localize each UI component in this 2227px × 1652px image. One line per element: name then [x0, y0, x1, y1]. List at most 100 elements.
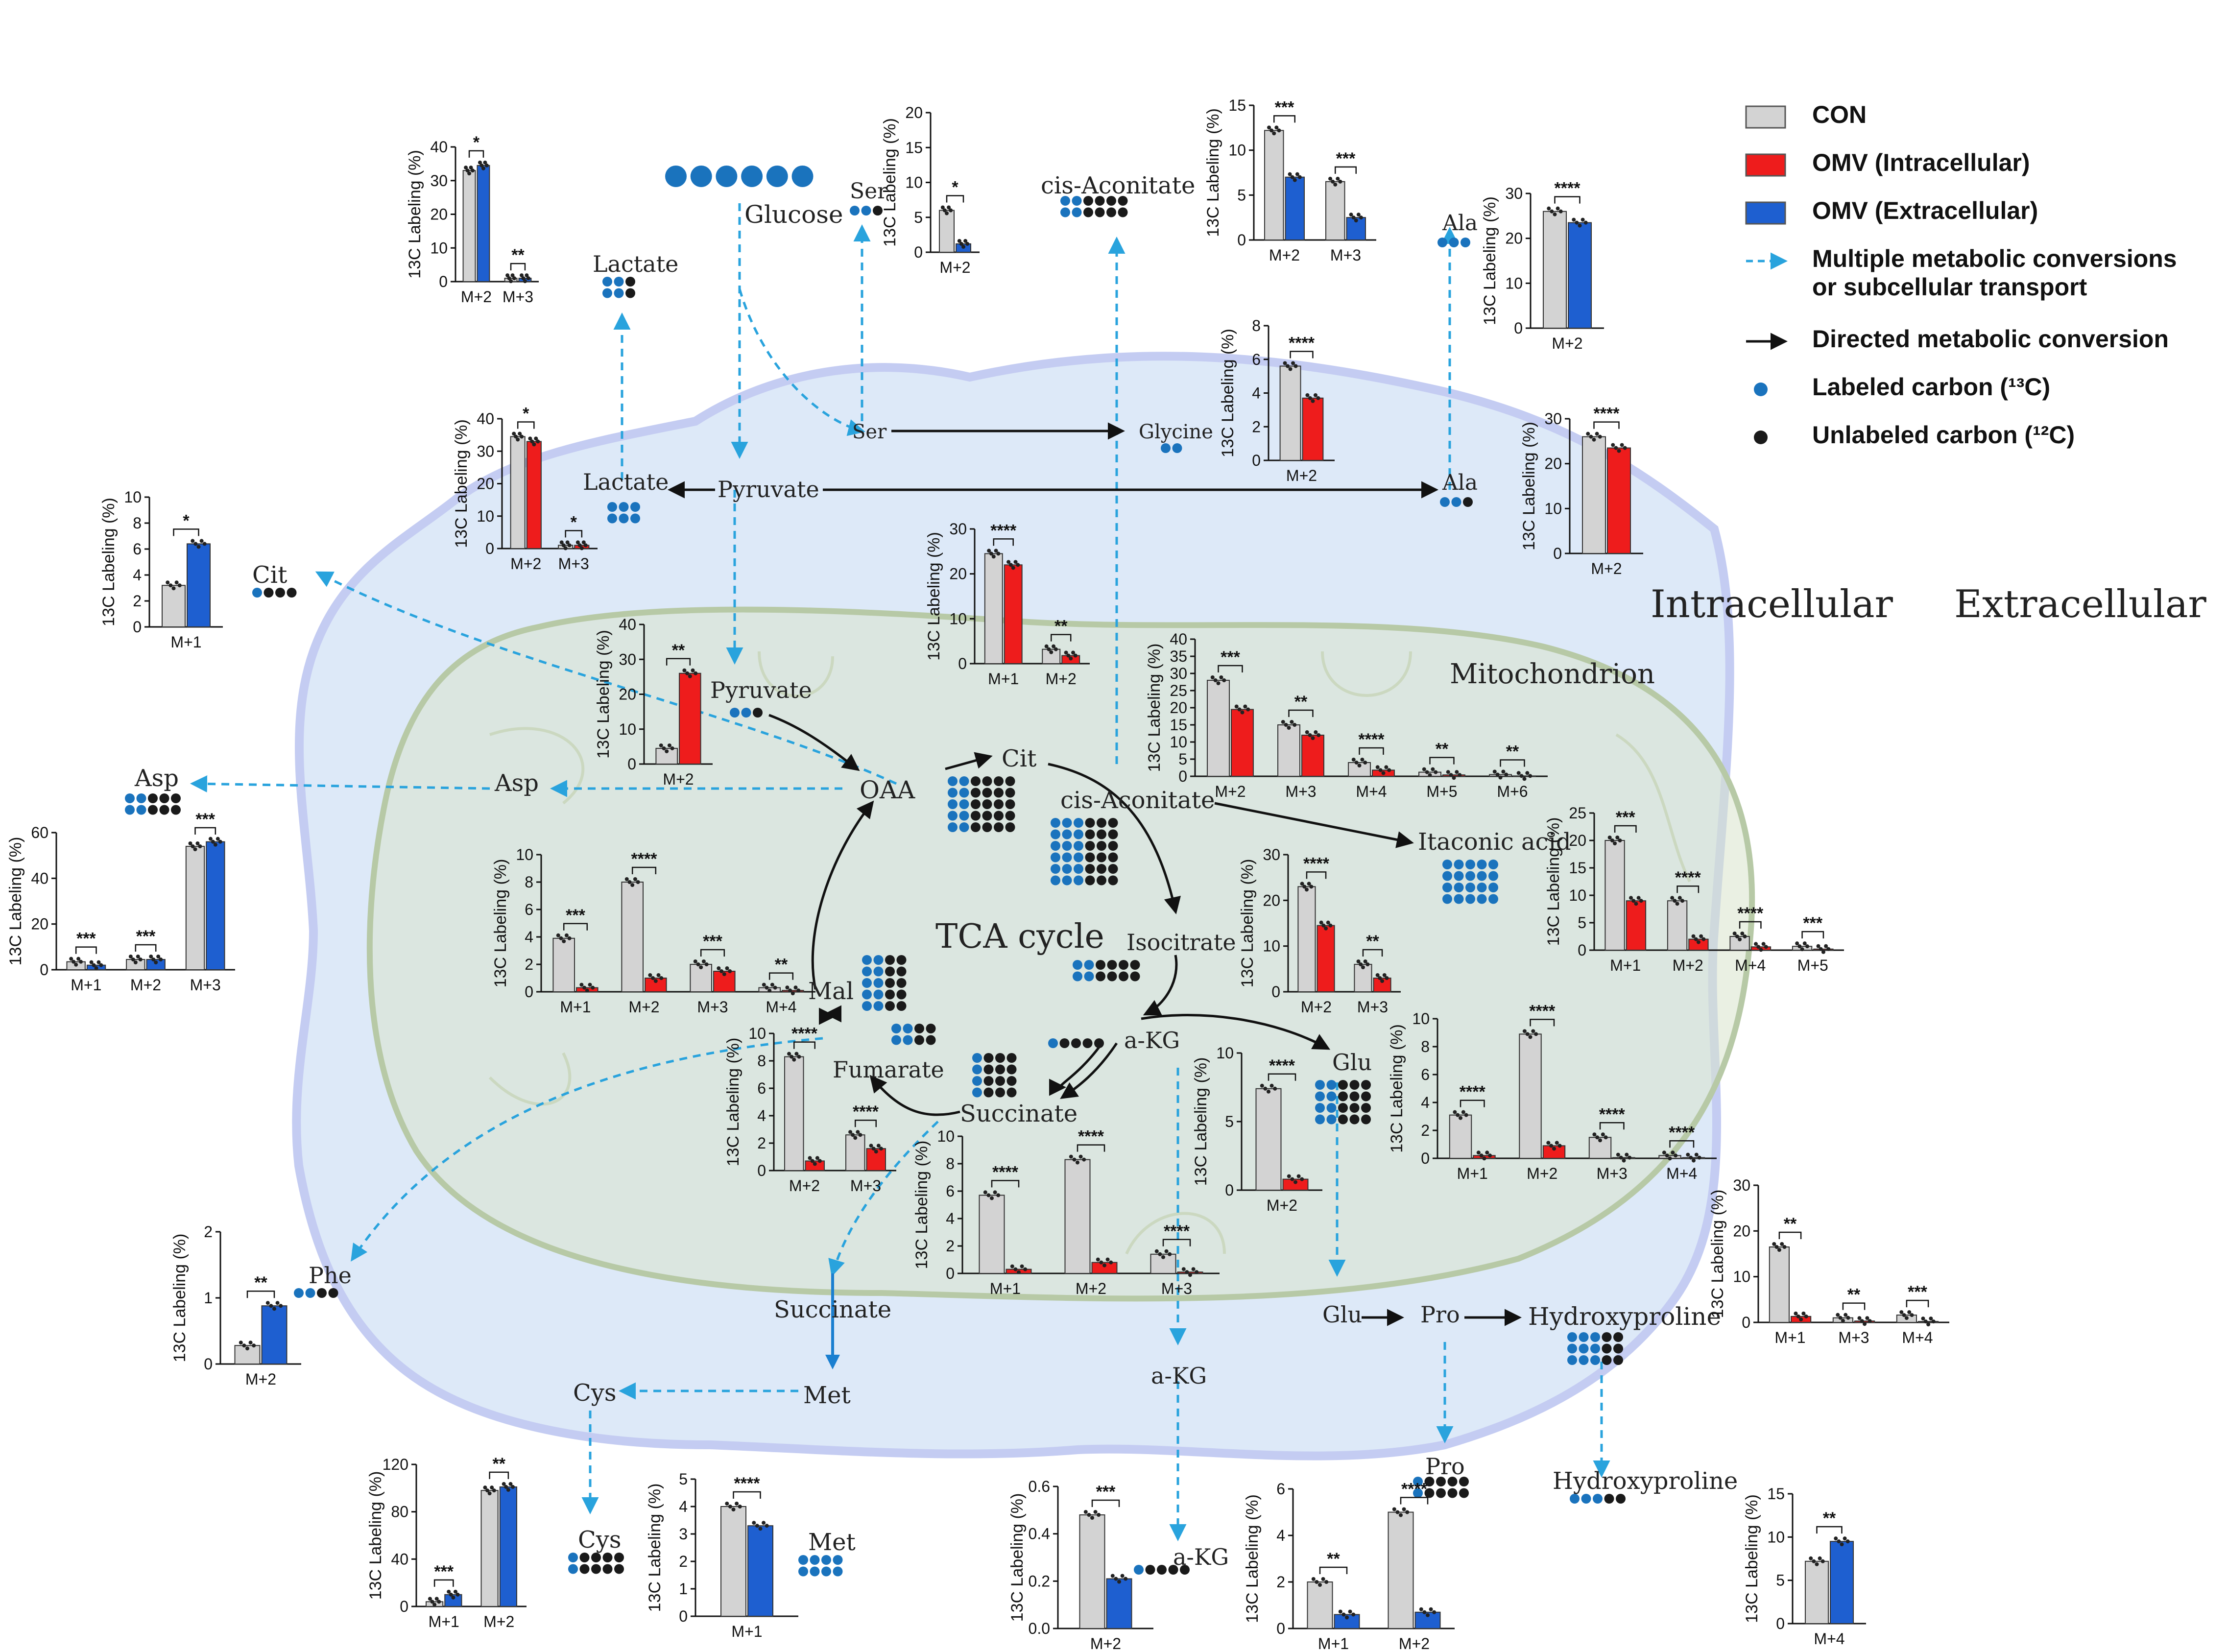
replicate-point	[1117, 1580, 1121, 1584]
legend-label: Labeled carbon (¹³C)	[1812, 373, 2050, 401]
replicate-point	[1087, 1513, 1091, 1517]
replicate-point	[567, 936, 572, 940]
carbon-dot	[136, 805, 146, 815]
region-extracellular-label: Extracellular	[1954, 582, 2206, 626]
x-tick-label: M+2	[1076, 1280, 1106, 1297]
y-tick-label: 30	[1544, 410, 1562, 428]
replicate-point	[1834, 1536, 1838, 1541]
significance-bracket	[517, 421, 535, 429]
replicate-point	[465, 168, 470, 173]
bar-omv-intracellular-	[1231, 709, 1254, 777]
y-tick-label: 2	[133, 592, 142, 610]
carbon-dot	[821, 1566, 831, 1577]
significance-bracket	[1306, 871, 1327, 879]
replicate-point	[1622, 1158, 1626, 1163]
significance-label: ***	[703, 932, 722, 951]
replicate-point	[1354, 218, 1358, 223]
y-tick-label: 20	[949, 565, 967, 583]
replicate-point	[1583, 220, 1588, 225]
legend-label: CON	[1812, 101, 1867, 128]
replicate-point	[1314, 730, 1318, 734]
carbon-dot	[1005, 788, 1015, 798]
carbon-dot	[1413, 1488, 1423, 1498]
replicate-point	[1293, 1180, 1297, 1184]
replicate-point	[1820, 1559, 1825, 1563]
replicate-point	[479, 163, 484, 168]
y-tick-label: 20	[31, 915, 48, 933]
significance-label: **	[1294, 693, 1308, 711]
carbon-dot	[971, 776, 981, 786]
bar-con	[845, 1134, 865, 1171]
replicate-point	[1601, 1132, 1605, 1137]
replicate-point	[765, 985, 769, 990]
carbon-dot	[766, 166, 788, 187]
carbon-dot	[971, 799, 981, 809]
cisacon-ext-carbons	[1060, 196, 1128, 217]
replicate-point	[1446, 770, 1450, 774]
significance-bracket	[1268, 1073, 1296, 1081]
replicate-point	[725, 966, 729, 970]
replicate-point	[1363, 959, 1367, 963]
replicate-point	[1405, 1510, 1410, 1514]
carbon-dot	[1096, 971, 1105, 982]
y-tick-label: 0	[1276, 1620, 1285, 1637]
replicate-point	[1598, 434, 1602, 439]
bar-omv-extracellular-	[499, 1486, 517, 1607]
replicate-point	[691, 668, 695, 672]
replicate-point	[1899, 1310, 1904, 1315]
replicate-point	[1102, 1263, 1106, 1268]
metabolite-pyruvate: Pyruvate	[718, 476, 819, 503]
y-tick-label: 30	[619, 650, 636, 668]
carbon-dot	[1361, 1080, 1371, 1090]
carbon-dot	[619, 502, 629, 512]
significance-label: ****	[791, 1025, 818, 1043]
x-tick-label: M+3	[1285, 783, 1316, 800]
significance-label: **	[1327, 1550, 1340, 1568]
carbon-dot	[1488, 871, 1498, 881]
replicate-point	[1578, 223, 1582, 228]
replicate-point	[1904, 1316, 1909, 1320]
replicate-point	[630, 883, 635, 887]
metabolite-glucose: Glucose	[744, 200, 843, 229]
replicate-point	[994, 549, 998, 553]
replicate-point	[752, 1521, 756, 1525]
replicate-point	[512, 276, 516, 281]
significance-bracket	[433, 1579, 454, 1587]
replicate-point	[1696, 940, 1700, 944]
replicate-point	[1761, 942, 1766, 946]
significance-bracket	[1599, 1122, 1625, 1130]
replicate-point	[1525, 771, 1530, 775]
carbon-dot	[1447, 1488, 1458, 1498]
mitochondrion-membrane	[366, 606, 1755, 1302]
x-tick-label: M+4	[1814, 1630, 1844, 1648]
y-tick-label: 4	[757, 1107, 766, 1125]
ala-carbons	[1440, 497, 1473, 507]
replicate-point	[1907, 1310, 1912, 1315]
carbon-dot	[607, 513, 617, 524]
replicate-point	[773, 985, 777, 990]
replicate-point	[662, 746, 666, 750]
y-tick-label: 10	[1505, 274, 1523, 292]
replicate-point	[1338, 179, 1342, 184]
y-tick-label: 4	[525, 928, 533, 946]
carbon-dot	[1084, 960, 1094, 970]
carbon-dot	[995, 1076, 1005, 1086]
y-tick-label: 40	[391, 1550, 408, 1568]
y-tick-label: 10	[619, 720, 636, 738]
replicate-point	[1078, 1154, 1083, 1159]
replicate-point	[1482, 1156, 1486, 1161]
carbon-dot	[948, 799, 958, 809]
replicate-point	[1519, 774, 1524, 778]
y-tick-label: 30	[949, 520, 967, 538]
y-tick-label: 0	[946, 1265, 955, 1282]
replicate-point	[624, 877, 629, 881]
hyp-ext-carbons	[1570, 1494, 1626, 1504]
y-tick-label: 0	[627, 755, 636, 773]
replicate-point	[959, 241, 963, 246]
y-tick-label: 1	[204, 1289, 213, 1307]
replicate-point	[530, 439, 534, 444]
carbon-dot	[1315, 1114, 1325, 1125]
